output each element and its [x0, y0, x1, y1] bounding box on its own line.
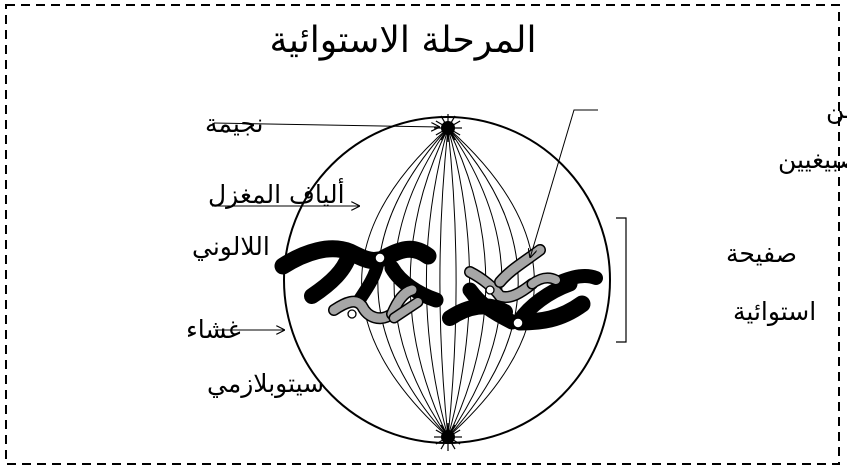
chromosome-grey-left	[334, 290, 418, 318]
centrosome-top	[441, 121, 455, 135]
asters	[434, 114, 462, 451]
label-chromosome-line1: صبغي مكون من	[826, 95, 847, 124]
label-chromosome-line2: صبيغيين	[778, 145, 847, 174]
diagram-title: المرحلة الاستوائية	[270, 20, 537, 61]
pointer-chromosome	[530, 110, 598, 258]
spindle-fiber	[448, 128, 456, 437]
spindle-fibers	[362, 128, 535, 437]
label-centrosome: نجيمة	[205, 109, 264, 138]
label-plate-line1: صفيحة	[726, 239, 797, 268]
label-membrane-line2: سيتوبلازمي	[207, 369, 324, 398]
spindle-fiber	[426, 128, 448, 437]
label-spindle-line1: ألياف المغزل	[208, 177, 345, 209]
label-membrane-line1: غشاء	[186, 315, 241, 344]
equatorial-plate-bracket	[616, 218, 626, 342]
label-spindle-line2: اللالوني	[192, 232, 270, 261]
spindle-fiber	[448, 128, 470, 437]
label-plate-line2: استوائية	[733, 297, 816, 326]
spindle-fiber	[440, 128, 448, 437]
centrosome-bottom	[441, 430, 455, 444]
